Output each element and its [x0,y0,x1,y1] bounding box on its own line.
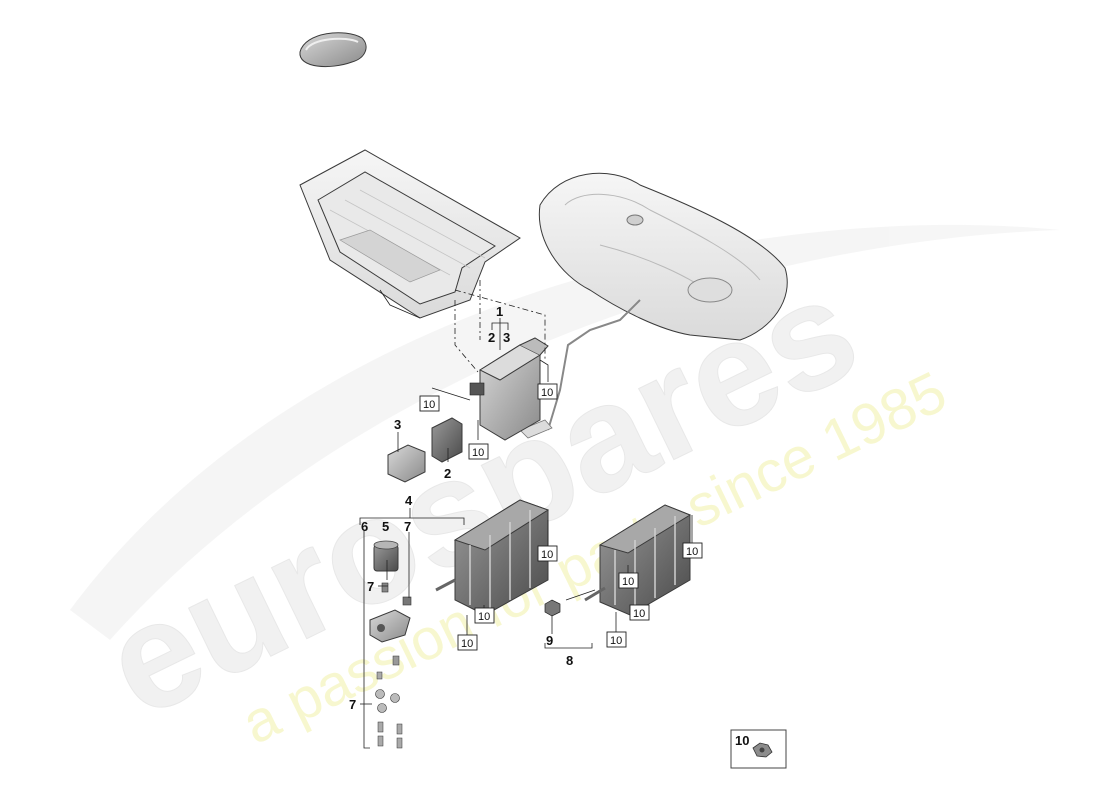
filter-part-2 [431,417,463,463]
callout-7-lower: 7 [349,697,356,712]
boxed-callout: 10 [419,395,440,412]
boxed-callouts: 10 10 10 10 10 10 10 10 [419,383,703,651]
filter-assembly-part-4 [435,499,550,616]
svg-text:10: 10 [423,399,435,411]
boxed-callout: 10 [629,604,650,621]
callout-6: 6 [361,519,368,534]
svg-text:10: 10 [610,635,622,647]
callout-labels: 1 2 3 3 2 4 6 5 7 7 7 9 8 [349,304,573,712]
callout-5: 5 [382,519,389,534]
fittings-group [369,582,412,749]
svg-text:10: 10 [686,546,698,558]
svg-text:10: 10 [478,611,490,623]
callout-9: 9 [546,633,553,648]
fuel-tank-part [519,172,788,439]
cylinder-part-5 [373,540,399,572]
callout-4: 4 [405,493,413,508]
svg-text:10: 10 [541,387,553,399]
callout-7-upper: 7 [404,519,411,534]
legend-box: 10 [730,729,787,769]
boxed-callout: 10 [468,443,489,460]
callout-3-top: 3 [503,330,510,345]
boxed-callout: 10 [606,631,627,648]
leader-lines [359,280,693,749]
svg-text:10: 10 [472,447,484,459]
housing-part-3 [387,444,426,483]
callout-1: 1 [496,304,503,319]
callout-2-top: 2 [488,330,495,345]
canister-part [469,337,549,441]
svg-text:10: 10 [633,608,645,620]
boxed-callout: 10 [457,634,478,651]
callout-3: 3 [394,417,401,432]
nut-part-9 [544,599,561,617]
callout-7-middle: 7 [367,579,374,594]
cap-part [299,32,367,68]
watermark: eurospares a passion for parts since 198… [70,224,1060,757]
boxed-callout: 10 [474,607,495,624]
callout-2: 2 [444,466,451,481]
callout-8: 8 [566,653,573,668]
svg-text:10: 10 [461,638,473,650]
boxed-callout: 10 [682,542,703,559]
svg-text:10: 10 [541,549,553,561]
svg-text:10: 10 [622,576,634,588]
watermark-swoosh [70,224,1060,640]
boxed-callout: 10 [537,383,558,400]
boxed-callout: 10 [618,572,639,589]
legend-number: 10 [735,733,749,748]
boxed-callout: 10 [537,545,558,562]
tray-part [299,149,521,319]
